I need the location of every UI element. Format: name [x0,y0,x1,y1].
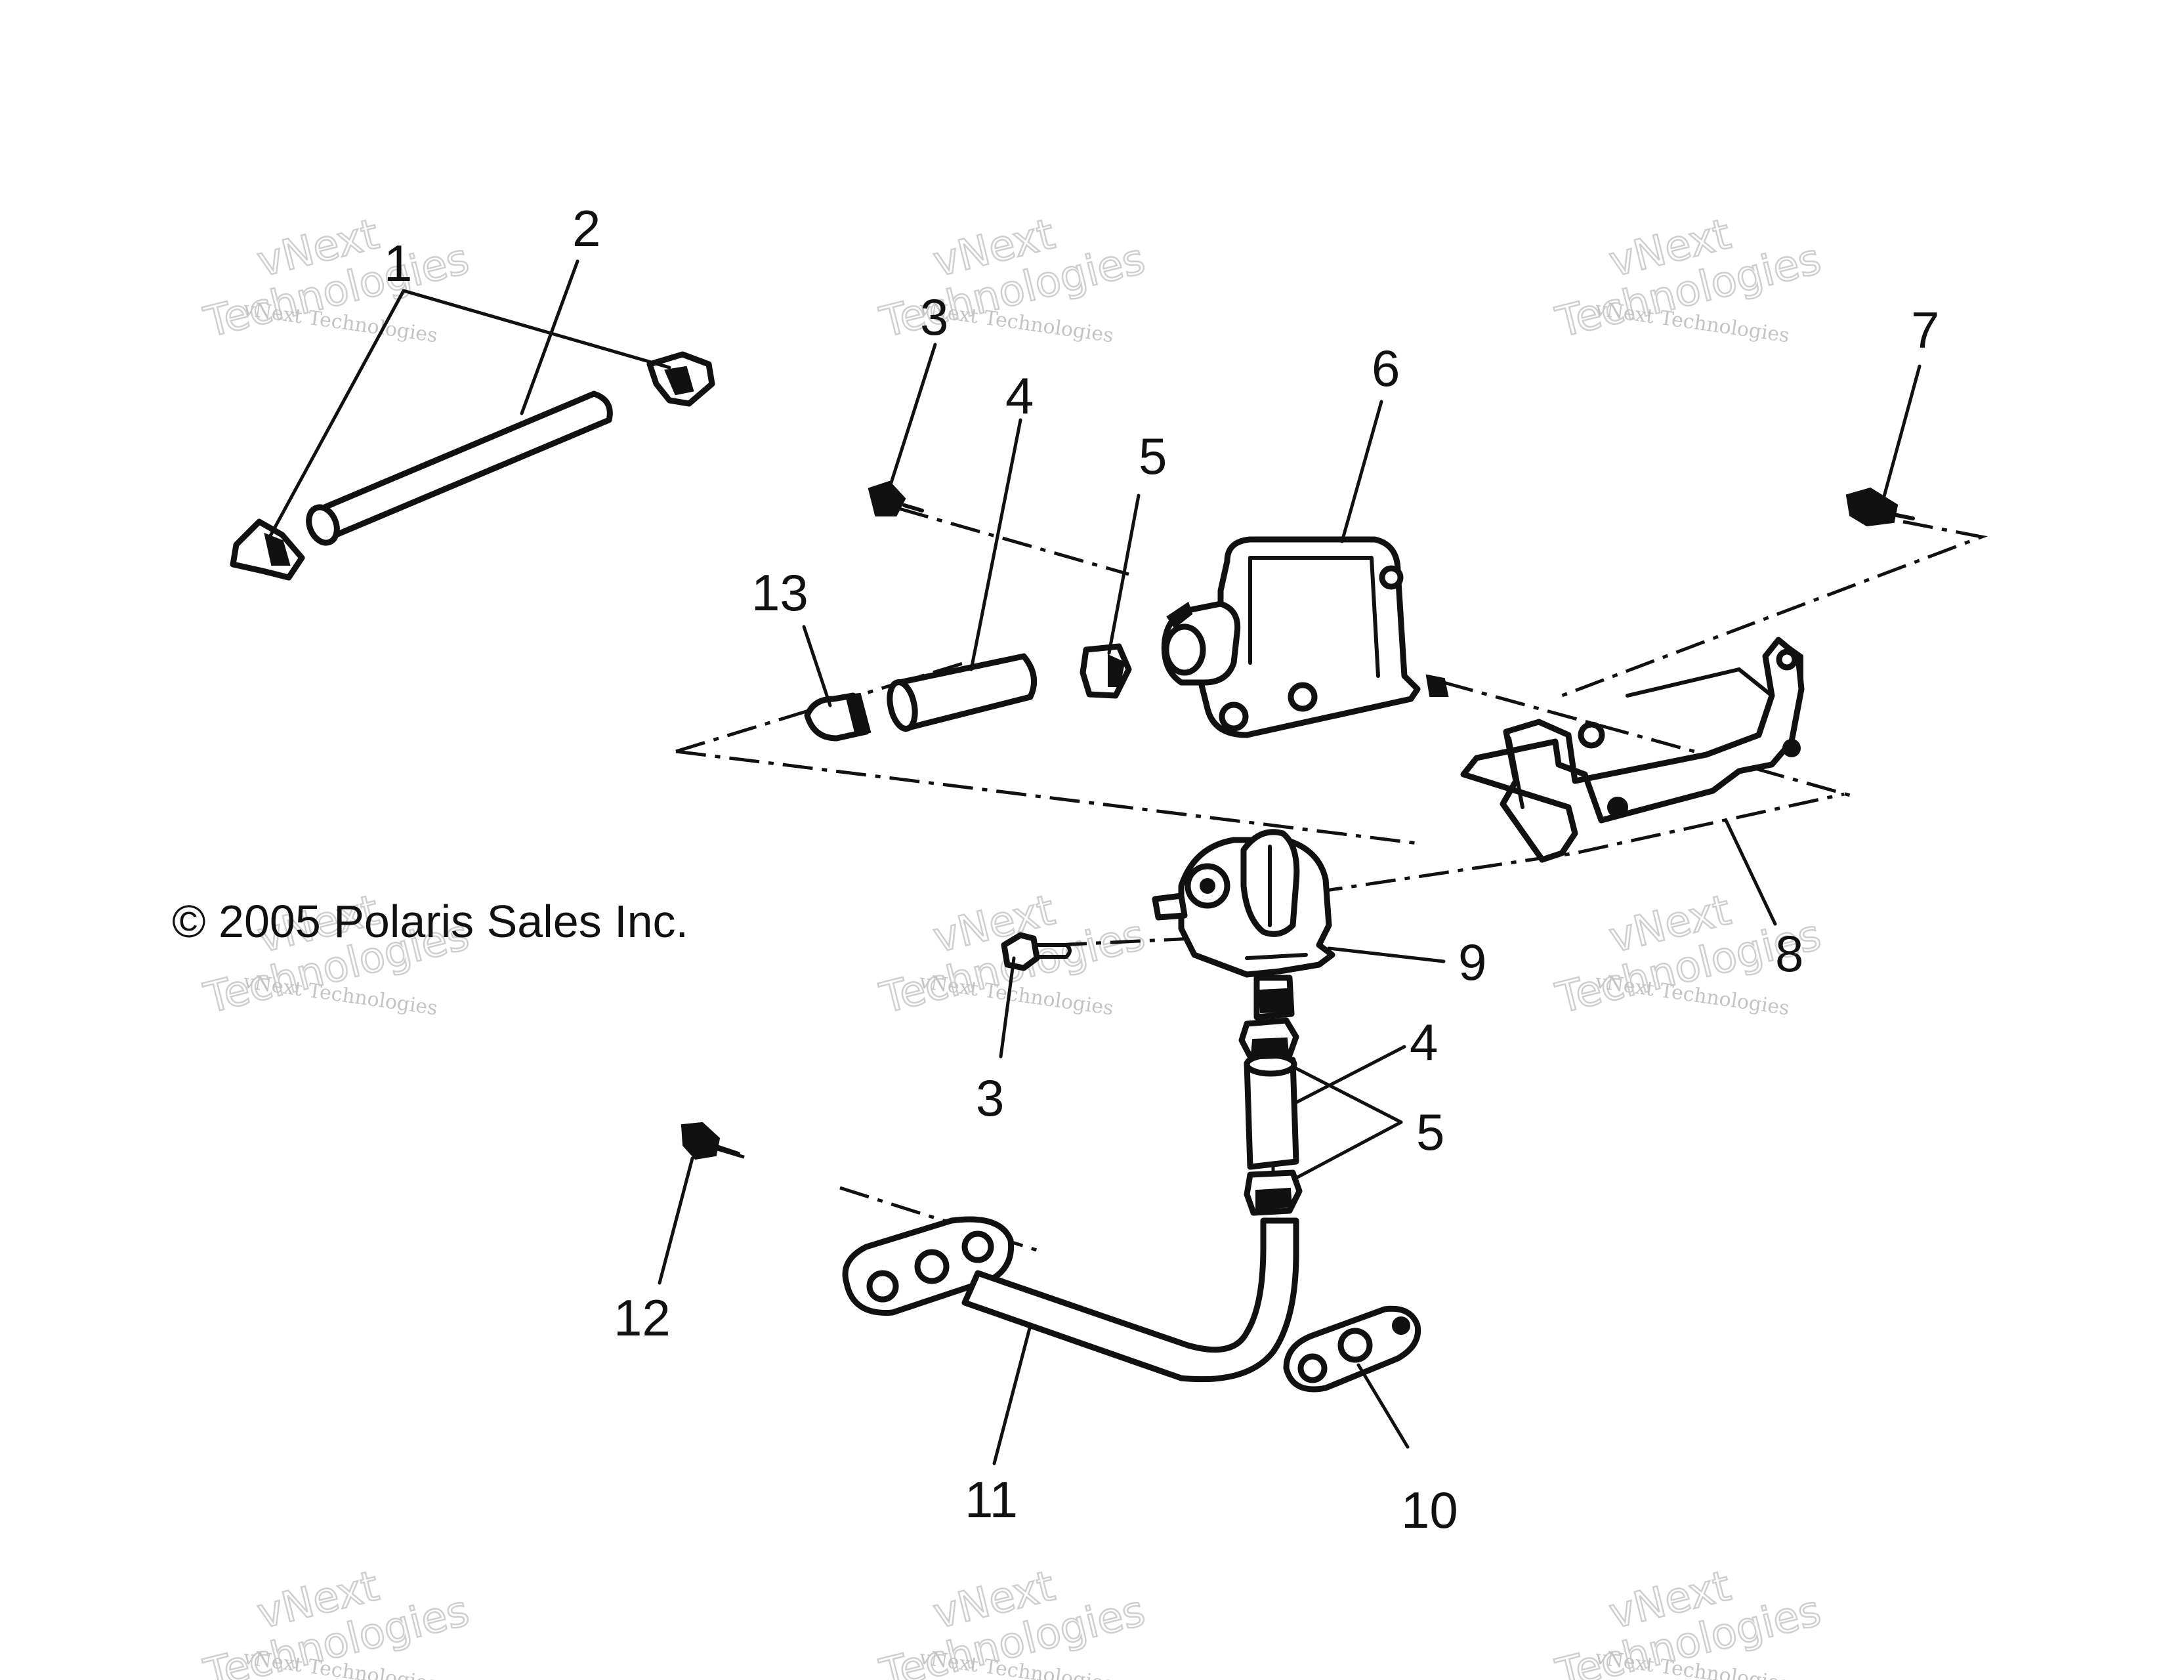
part-screw-left [681,1122,740,1160]
leader-5a [1107,494,1141,655]
callout-3-upper: 3 [920,288,948,346]
part-mounting-bracket [1460,637,1805,863]
axis-line [675,749,1418,845]
leader-6 [1340,400,1383,543]
part-clamp-right [646,351,715,407]
part-clamp-left [230,518,305,581]
leader-3a [887,343,937,491]
callout-10: 10 [1401,1481,1458,1539]
callout-12: 12 [614,1289,671,1347]
leader-13 [802,625,832,707]
callout-4-upper: 4 [1005,367,1034,425]
part-pipe-flange [842,1216,1299,1383]
part-screw-right [1845,487,1915,527]
part-bushing-upper [1080,643,1132,699]
axis-line [1561,520,1988,698]
leader-8 [1724,818,1777,926]
leader-1a [267,289,406,540]
axis-line [1312,792,1845,894]
leader-11 [992,1324,1032,1465]
axis-line [898,507,1129,576]
part-screw-upper [868,480,924,516]
callout-2: 2 [572,200,600,257]
leader-2 [520,259,579,415]
callout-1: 1 [384,234,412,292]
part-sleeve-lower [1244,1052,1299,1170]
axis-line [1056,936,1195,947]
callouts: 1 2 3 4 5 6 7 13 8 9 3 4 5 12 11 10 [384,200,1939,1539]
copyright-notice: © 2005 Polaris Sales Inc. [172,896,688,947]
leader-7 [1881,364,1922,501]
callout-5-lower: 5 [1416,1103,1444,1161]
callout-8: 8 [1775,925,1803,982]
leader-3b [999,956,1016,1059]
part-bracket-housing [1161,536,1449,738]
callout-4-lower: 4 [1410,1013,1438,1071]
part-bushing-lower-top [1238,1017,1299,1060]
part-sleeve-upper [887,653,1038,732]
part-plug [804,692,872,742]
leader-1b [402,289,671,369]
leader-4b [1294,1045,1406,1104]
leader-10 [1356,1363,1410,1449]
part-gasket [1283,1305,1421,1393]
part-bushing-lower-bottom [1244,1169,1303,1216]
callout-7: 7 [1911,301,1939,359]
leader-5b-1 [1294,1066,1403,1124]
callout-5-upper: 5 [1139,427,1167,485]
leader-lines [267,259,1922,1465]
callout-3-lower: 3 [976,1069,1004,1127]
callout-11: 11 [965,1471,1018,1528]
callout-13: 13 [751,564,808,621]
leader-9 [1327,946,1446,963]
callout-6: 6 [1372,339,1400,397]
leader-12 [658,1156,694,1285]
callout-9: 9 [1458,933,1486,991]
part-hose [306,390,613,546]
leader-5b-2 [1294,1120,1403,1180]
leader-4a [969,418,1022,671]
part-valve [1152,829,1335,1020]
